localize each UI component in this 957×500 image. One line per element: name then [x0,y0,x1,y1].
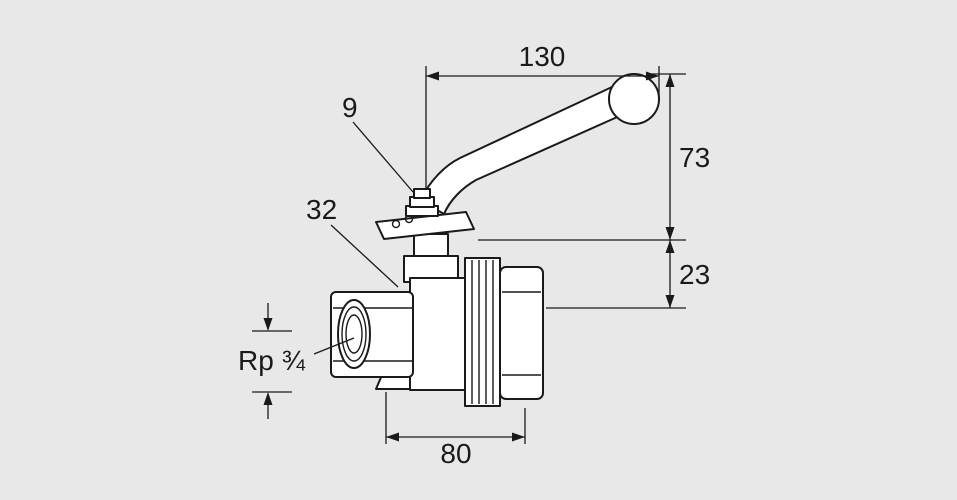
dim-130-arrow-right [646,71,659,81]
union-collar [464,257,501,407]
dim-130-label: 130 [519,41,566,72]
thread-bore-outer [337,299,371,369]
thread-bore-root [345,314,363,354]
handle-lever [419,86,625,215]
handle-grip-ball [608,73,660,125]
thread-callout: Rp ¾ [238,303,355,419]
thread-size-label: Rp ¾ [238,345,306,376]
dim-73-label: 73 [679,142,710,173]
ref-32-label: 32 [306,194,337,225]
dim-23-arrow-bottom [665,295,675,308]
dim-130-arrow-left [426,71,439,81]
handle-nut-top [413,188,431,199]
valve-parts [330,73,660,407]
thread-arrow-up [263,392,273,405]
dim-80-arrow-left [386,432,399,442]
dim-height-upper: 73 [478,73,710,241]
ref-stem: 32 [306,194,399,288]
ref-9-label: 9 [342,92,358,123]
dimensions: 130 73 23 [238,41,710,469]
ref-handle-nut: 9 [342,92,414,193]
dim-80-label: 80 [440,438,471,469]
dim-73-arrow-bottom [665,227,675,240]
thread-arrow-down [263,318,273,331]
dim-23-label: 23 [679,259,710,290]
thread-leader [313,337,355,355]
ref-32-leader [330,224,399,288]
dim-80-arrow-right [512,432,525,442]
thread-bore-crest [341,306,367,362]
dim-handle-length: 130 [425,41,660,190]
dim-height-lower: 23 [546,240,710,309]
right-hex-cap [499,266,544,400]
ref-9-leader [352,121,414,193]
flange-bolt-hole-left [391,219,401,229]
dim-73-arrow-top [665,74,675,87]
dim-23-arrow-top [665,240,675,253]
dim-body-length: 80 [385,392,526,469]
valve-body [409,277,466,391]
